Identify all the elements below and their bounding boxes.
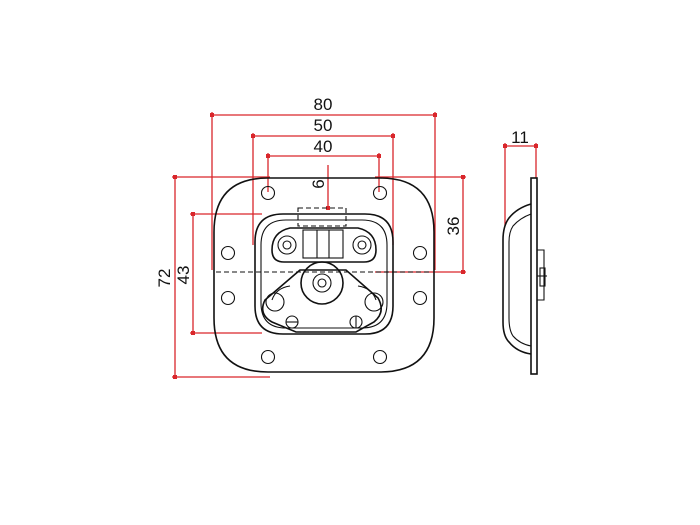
side-body [502, 203, 532, 355]
mounting-hole [220, 245, 236, 261]
mounting-hole [372, 349, 388, 365]
mounting-hole [412, 290, 428, 306]
side-handle [537, 249, 545, 301]
dimension-40-width [266, 153, 381, 192]
dimension-43-height [190, 212, 262, 335]
mounting-hole [220, 290, 236, 306]
dimension-lines [172, 112, 538, 379]
side-plate [530, 177, 538, 375]
dimension-80-width [210, 112, 437, 270]
label-height-72: 72 [155, 269, 174, 288]
label-offset-6: 6 [309, 179, 328, 188]
mounting-hole [260, 349, 276, 365]
mounting-hole [412, 245, 428, 261]
dimension-labels: 80 50 40 6 36 72 43 11 [155, 95, 529, 287]
mounting-hole [260, 185, 276, 201]
catch-outline [297, 207, 347, 227]
label-width-50: 50 [314, 116, 333, 135]
label-depth-11: 11 [511, 128, 529, 147]
label-width-40: 40 [314, 137, 333, 156]
dimension-6-offset [326, 165, 330, 210]
dimension-50-width [251, 133, 395, 245]
label-height-36: 36 [444, 217, 463, 236]
dimension-72-height [172, 175, 270, 379]
mounting-holes [220, 185, 428, 365]
label-height-43: 43 [174, 266, 193, 285]
mounting-hole [372, 185, 388, 201]
label-width-80: 80 [314, 95, 333, 114]
latch-side-view [502, 177, 547, 375]
inner-recess [254, 213, 394, 335]
latch-front-view [213, 177, 435, 373]
dimension-11-depth [503, 143, 538, 226]
butterfly-handle [261, 261, 384, 333]
outer-plate [213, 177, 435, 373]
hinge-bracket [271, 227, 377, 263]
